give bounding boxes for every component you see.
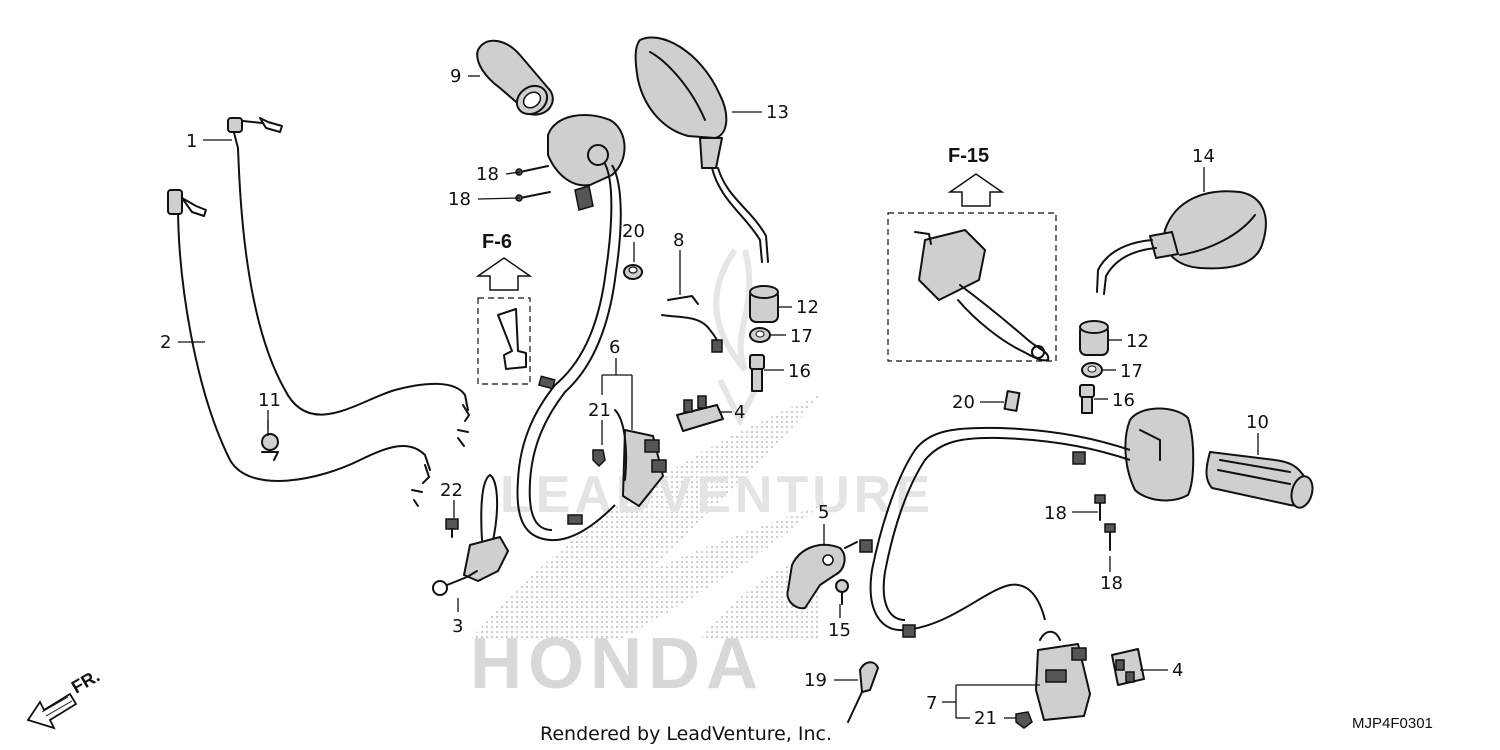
reference-label-f6[interactable]: F-6 (482, 231, 512, 253)
reference-label-f15[interactable]: F-15 (948, 145, 989, 167)
callouts: 1 2 11 22 3 9 18 18 6 21 20 8 4 13 12 17… (160, 66, 1269, 729)
callout-17a[interactable]: 17 (790, 326, 813, 347)
callout-15[interactable]: 15 (828, 620, 851, 641)
leader-lines (178, 75, 1259, 719)
callout-8[interactable]: 8 (673, 230, 684, 251)
screw-18d[interactable] (1104, 523, 1116, 551)
switch-19[interactable] (847, 661, 879, 723)
honda-watermark: HONDA (470, 624, 764, 704)
clip-21-left[interactable] (592, 449, 606, 468)
callout-18c[interactable]: 18 (1044, 503, 1067, 524)
bolt-16-right[interactable] (1079, 384, 1095, 414)
clamp-20-left[interactable] (623, 264, 643, 280)
callout-4b[interactable]: 4 (1172, 660, 1183, 681)
bracket-5[interactable] (786, 541, 858, 610)
connector-assembly-7[interactable] (1035, 630, 1091, 721)
nut-17-right[interactable] (1081, 362, 1103, 378)
bolt-22[interactable] (445, 518, 459, 538)
clamp-20-right[interactable] (1003, 390, 1021, 412)
callout-19[interactable]: 19 (804, 670, 827, 691)
weight-12-right[interactable] (1079, 320, 1109, 356)
reference-f6[interactable] (475, 257, 533, 385)
left-mirror-13[interactable] (634, 36, 769, 263)
connector-4-right[interactable] (1111, 648, 1145, 686)
callout-18d[interactable]: 18 (1100, 573, 1123, 594)
harness-8[interactable] (661, 295, 723, 353)
bolt-15[interactable] (835, 579, 849, 605)
callout-18a[interactable]: 18 (476, 164, 499, 185)
callout-20b[interactable]: 20 (952, 392, 975, 413)
throttle-cable-1[interactable] (227, 117, 470, 447)
callout-16b[interactable]: 16 (1112, 390, 1135, 411)
callout-20a[interactable]: 20 (622, 221, 645, 242)
callout-10[interactable]: 10 (1246, 412, 1269, 433)
right-grip-10[interactable] (1205, 451, 1315, 510)
callout-12b[interactable]: 12 (1126, 331, 1149, 352)
callout-4a[interactable]: 4 (734, 402, 745, 423)
bracket-3[interactable] (432, 474, 509, 596)
front-direction-arrow-icon (26, 692, 78, 730)
connector-4-left[interactable] (676, 395, 724, 432)
throttle-cable-2[interactable] (167, 189, 431, 507)
callout-18b[interactable]: 18 (448, 189, 471, 210)
weight-12-left[interactable] (749, 285, 779, 323)
left-switch-housing[interactable] (516, 114, 626, 542)
callout-14[interactable]: 14 (1192, 146, 1215, 167)
nut-17-left[interactable] (749, 327, 771, 343)
callout-22[interactable]: 22 (440, 480, 463, 501)
screw-18b[interactable] (515, 191, 551, 202)
callout-13[interactable]: 13 (766, 102, 789, 123)
rendered-by-credit: Rendered by LeadVenture, Inc. (540, 723, 832, 745)
up-arrow-icon (475, 257, 533, 291)
right-switch-housing[interactable] (859, 407, 1195, 638)
left-grip-9[interactable] (476, 39, 554, 120)
callout-17b[interactable]: 17 (1120, 361, 1143, 382)
callout-7[interactable]: 7 (926, 693, 937, 714)
callout-16a[interactable]: 16 (788, 361, 811, 382)
connector-assembly-6[interactable] (614, 409, 667, 507)
right-mirror-14[interactable] (1096, 190, 1267, 295)
screw-18c[interactable] (1094, 494, 1106, 521)
bolt-16-left[interactable] (749, 354, 765, 392)
callout-11[interactable]: 11 (258, 390, 281, 411)
flame-logo-watermark (713, 248, 763, 427)
callout-3[interactable]: 3 (452, 616, 463, 637)
screw-18a[interactable] (515, 165, 549, 176)
callout-9[interactable]: 9 (450, 66, 461, 87)
callout-21a[interactable]: 21 (588, 400, 611, 421)
callout-21b[interactable]: 21 (974, 708, 997, 729)
callout-12a[interactable]: 12 (796, 297, 819, 318)
reference-f15[interactable] (887, 173, 1057, 362)
callout-1[interactable]: 1 (186, 131, 197, 152)
cable-clip-11[interactable] (261, 433, 279, 461)
front-direction-label: FR. (68, 666, 103, 698)
diagram-code: MJP4F0301 (1352, 715, 1433, 732)
callout-2[interactable]: 2 (160, 332, 171, 353)
callout-6[interactable]: 6 (609, 337, 620, 358)
clip-21-right[interactable] (1015, 711, 1033, 729)
up-arrow-icon (947, 173, 1005, 207)
callout-5[interactable]: 5 (818, 502, 829, 523)
leadventure-watermark: LEADVENTURE (500, 466, 934, 524)
